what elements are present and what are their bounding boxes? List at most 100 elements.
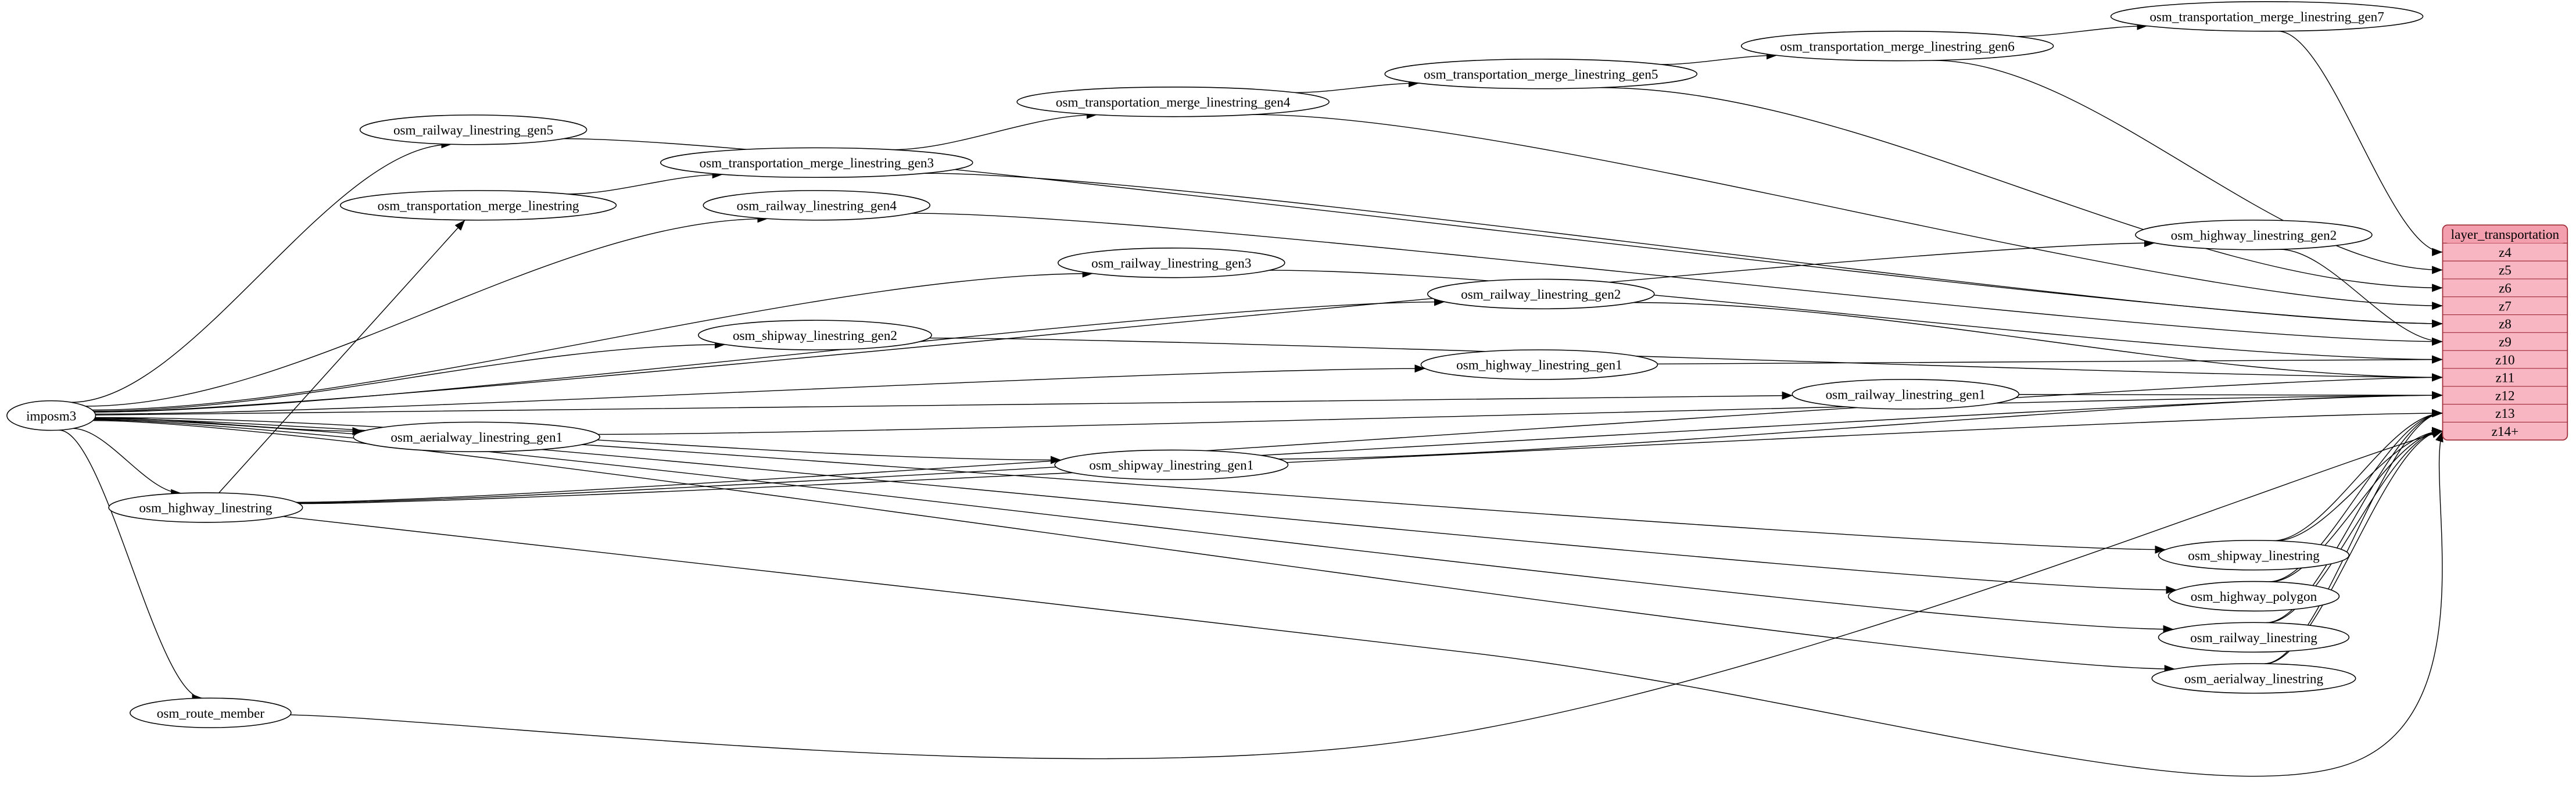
edge-osm_highway_polygon-to-layer_transportation.z14+ [2270,427,2443,582]
record-row-z7: z7 [2499,299,2511,314]
edge-osm_railway_linestring_gen3-to-layer_transportation.z10 [1269,270,2443,364]
nodes-layer: imposm3 osm_railway_linestring_gen5 osm_tr… [6,1,2424,728]
node-label: osm_transportation_merge_linestring_gen6 [1780,39,2014,54]
node-label: osm_aerialway_linestring_gen1 [390,430,563,445]
node-osm_shipway_linestring_gen2: osm_shipway_linestring_gen2 [698,320,932,350]
edge-imposm3-to-osm_aerialway_linestring_gen1 [95,417,363,436]
edge-imposm3-to-osm_shipway_linestring [95,418,2166,554]
node-ellipse [1792,379,2020,410]
node-ellipse [339,190,617,221]
record-row-z14+: z14+ [2492,424,2519,439]
edges-layer [59,22,2444,777]
node-ellipse [2110,1,2424,32]
node-osm_transportation_merge_linestring_gen6: osm_transportation_merge_linestring_gen6 [1740,30,2054,62]
node-osm_transportation_merge_linestring: osm_transportation_merge_linestring [339,190,617,221]
node-ellipse [1427,278,1655,310]
edge-osm_shipway_linestring-to-layer_transportation.z13 [2273,409,2443,542]
node-label: osm_railway_linestring_gen3 [1091,256,1251,271]
record-title: layer_transportation [2451,227,2560,242]
edge-imposm3-to-osm_railway_linestring_gen3 [92,269,1094,411]
node-ellipse [2135,219,2373,250]
node-ellipse [1420,349,1658,380]
node-ellipse [660,147,973,178]
record-layer: layer_transportationz4z5z6z7z8z9z10z11z1… [2442,224,2568,441]
edge-imposm3-to-osm_highway_linestring_gen1 [95,364,1425,415]
edge-osm_railway_linestring-to-layer_transportation.z14+ [2267,427,2443,624]
edge-osm_shipway_linestring_gen2-to-layer_transportation.z11 [929,337,2443,382]
record-row-z8: z8 [2499,317,2511,332]
edge-osm_shipway_linestring-to-layer_transportation.z14+ [2276,427,2443,542]
node-ellipse [703,190,931,221]
edge-osm_highway_linestring-to-layer_transportation.z14+ [283,431,2444,777]
node-ellipse [1054,449,1289,481]
node-label: osm_railway_linestring_gen5 [393,123,553,138]
node-ellipse [1016,87,1330,117]
edge-osm_highway_linestring-to-layer_transportation.z12 [298,391,2443,504]
node-ellipse [2151,663,2356,694]
edge-osm_railway_linestring_gen2-to-layer_transportation.z11 [1633,302,2443,382]
edge-osm_highway_linestring-to-layer_transportation.z11 [296,373,2443,503]
node-imposm3: imposm3 [6,400,96,431]
edge-imposm3-to-osm_railway_linestring_gen5 [70,140,452,403]
node-osm_highway_linestring_gen1: osm_highway_linestring_gen1 [1420,349,1658,380]
node-label: imposm3 [26,409,76,424]
node-ellipse [359,114,587,145]
edge-imposm3-to-osm_highway_polygon [94,418,2177,595]
edge-osm_transportation_merge_linestring_gen4-to-layer_transportation.z7 [1252,114,2443,310]
edge-osm_railway_linestring-to-layer_transportation.z13 [2266,409,2443,624]
edge-osm_route_member-to-layer_transportation.z14+ [290,430,2443,760]
edge-osm_transportation_merge_linestring_gen7-to-layer_transportation.z4 [2277,30,2443,256]
node-osm_transportation_merge_linestring_gen4: osm_transportation_merge_linestring_gen4 [1016,87,1330,117]
node-ellipse [353,421,600,453]
node-ellipse [2158,622,2350,653]
node-ellipse [130,697,292,728]
node-osm_route_member: osm_route_member [130,697,292,728]
record-row-z13: z13 [2495,406,2514,421]
record-row-z9: z9 [2499,335,2511,350]
record-row-z12: z12 [2495,388,2514,403]
edge-osm_transportation_merge_linestring_gen5-to-osm_transportation_merge_linestring_gen6 [1661,51,1778,65]
record-row-z11: z11 [2496,371,2515,386]
node-ellipse [1058,248,1285,278]
node-osm_aerialway_linestring_gen1: osm_aerialway_linestring_gen1 [353,421,600,453]
node-osm_shipway_linestring: osm_shipway_linestring [2158,540,2350,571]
node-osm_railway_linestring_gen3: osm_railway_linestring_gen3 [1058,248,1285,278]
node-osm_railway_linestring_gen2: osm_railway_linestring_gen2 [1427,278,1655,310]
edge-osm_highway_linestring_gen1-to-layer_transportation.z10 [1657,355,2443,365]
node-osm_railway_linestring: osm_railway_linestring [2158,622,2350,653]
edge-imposm3-to-osm_railway_linestring_gen2 [94,298,1445,413]
record-layer_transportation: layer_transportationz4z5z6z7z8z9z10z11z1… [2442,224,2568,441]
edge-osm_transportation_merge_linestring_gen5-to-layer_transportation.z6 [1599,87,2443,292]
node-osm_highway_linestring: osm_highway_linestring [108,492,303,523]
edge-osm_highway_polygon-to-layer_transportation.z13 [2269,409,2443,582]
edge-osm_transportation_merge_linestring-to-osm_transportation_merge_linestring_gen3 [567,170,723,195]
node-label: osm_route_member [157,706,264,721]
node-label: osm_transportation_merge_linestring_gen3 [700,156,934,171]
edge-imposm3-to-osm_railway_linestring_gen1 [95,391,1793,416]
edge-osm_transportation_merge_linestring_gen3-to-osm_transportation_merge_linestring_gen4 [892,110,1098,151]
node-osm_highway_linestring_gen2: osm_highway_linestring_gen2 [2135,219,2373,250]
node-ellipse [2158,540,2350,571]
node-ellipse [108,492,303,523]
node-label: osm_shipway_linestring_gen2 [733,328,897,343]
node-ellipse [1740,30,2054,62]
record-row-z10: z10 [2495,353,2514,368]
node-ellipse [1384,58,1698,89]
edge-imposm3-to-osm_route_member [59,429,203,703]
node-osm_railway_linestring_gen5: osm_railway_linestring_gen5 [359,114,587,145]
node-label: osm_railway_linestring_gen2 [1461,287,1621,302]
node-label: osm_transportation_merge_linestring_gen5 [1424,67,1658,82]
node-label: osm_railway_linestring [2190,631,2317,646]
node-label: osm_transportation_merge_linestring [378,199,579,214]
node-ellipse [2167,581,2340,612]
node-label: osm_transportation_merge_linestring_gen4 [1056,95,1291,110]
node-label: osm_shipway_linestring [2188,549,2320,564]
edge-osm_transportation_merge_linestring_gen6-to-layer_transportation.z5 [1932,60,2443,274]
node-osm_transportation_merge_linestring_gen5: osm_transportation_merge_linestring_gen5 [1384,58,1698,89]
edge-osm_aerialway_linestring_gen1-to-layer_transportation.z12 [597,391,2443,435]
node-label: osm_aerialway_linestring [2184,672,2324,687]
edge-imposm3-to-osm_shipway_linestring_gen2 [93,340,726,412]
edge-imposm3-to-osm_highway_linestring [73,428,182,497]
